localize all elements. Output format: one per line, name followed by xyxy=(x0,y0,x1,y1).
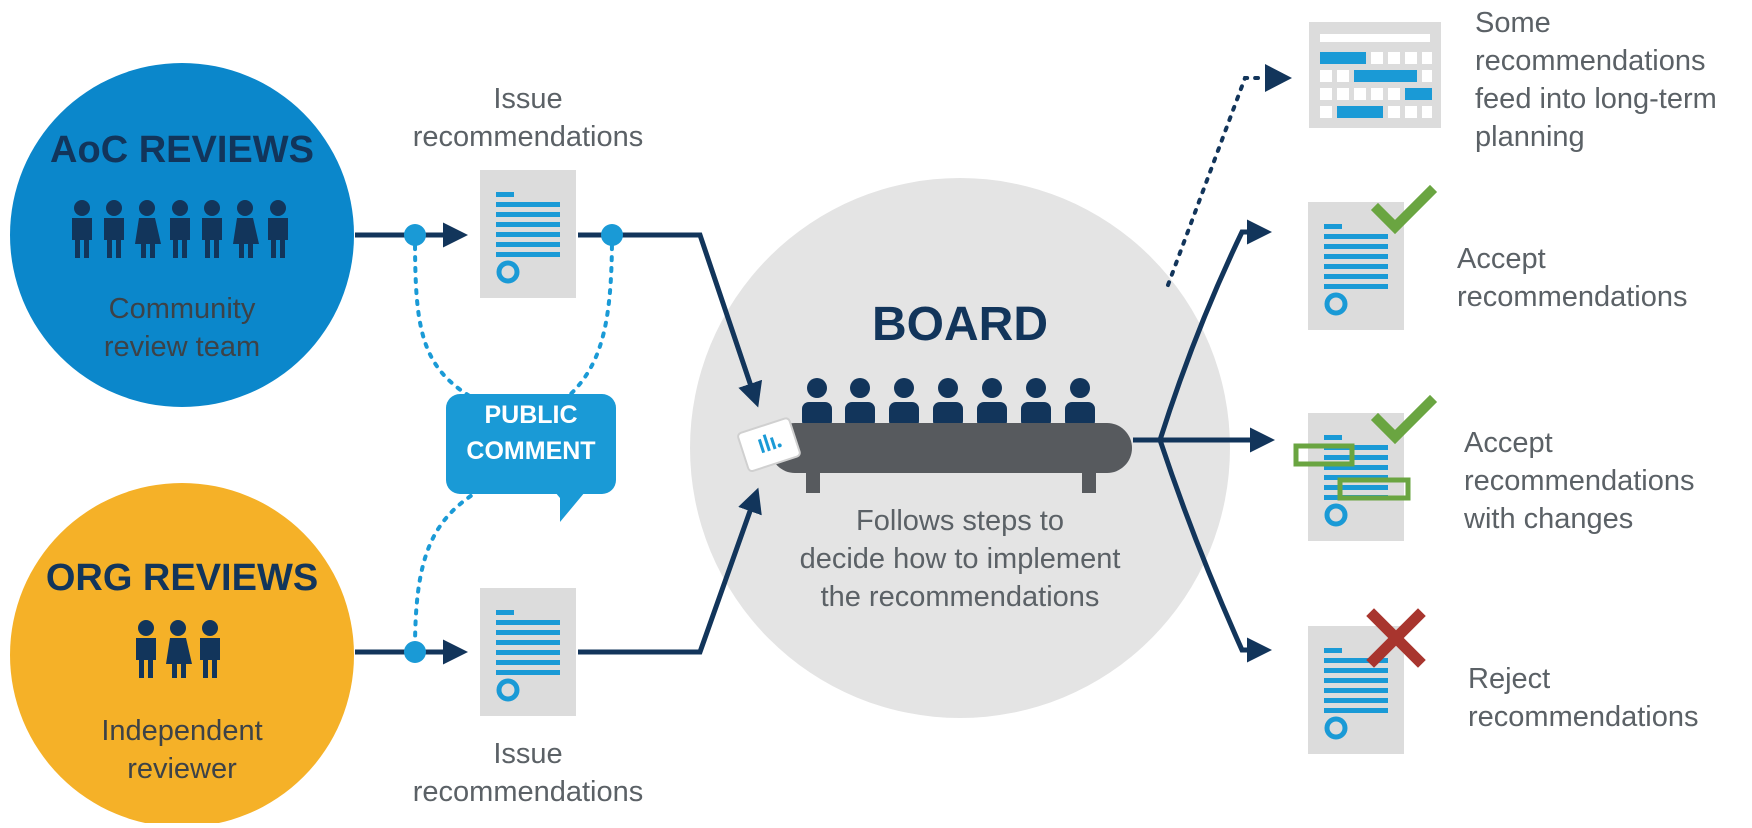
connector-dot xyxy=(601,224,623,246)
accept-changes-line2: recommendations xyxy=(1464,465,1695,497)
nameplate-icon xyxy=(737,417,801,473)
aoc-title: AoC REVIEWS xyxy=(50,129,314,171)
calendar-grid-icon xyxy=(1309,22,1441,128)
public-comment-line2: COMMENT xyxy=(466,437,595,465)
issue-top-line2: recommendations xyxy=(413,121,644,153)
org-title: ORG REVIEWS xyxy=(46,557,318,599)
document-icon xyxy=(480,588,576,716)
aoc-reviews-group: AoC REVIEWS Community review team xyxy=(10,63,354,407)
public-comment-connectors xyxy=(413,233,614,652)
edit-highlight xyxy=(1293,443,1355,467)
public-comment-line1: PUBLIC xyxy=(484,401,577,429)
issue-bottom-line2: recommendations xyxy=(413,776,644,808)
reject-line1: Reject xyxy=(1468,663,1550,695)
board-desc-line2: decide how to implement xyxy=(800,543,1121,575)
issue-bottom-line1: Issue xyxy=(493,738,562,770)
reject-line2: recommendations xyxy=(1468,701,1699,733)
org-subtitle-line1: Independent xyxy=(101,715,262,747)
checkmark-icon xyxy=(1370,184,1438,235)
issue-top-line1: Issue xyxy=(493,83,562,115)
board-desc-line1: Follows steps to xyxy=(856,505,1064,537)
accept-changes-line3: with changes xyxy=(1463,503,1633,535)
board-desc-line3: the recommendations xyxy=(821,581,1100,613)
planning-line4: planning xyxy=(1475,121,1585,153)
speech-bubble-icon xyxy=(446,394,616,522)
accept-line2: recommendations xyxy=(1457,281,1688,313)
board-table xyxy=(770,423,1132,493)
flow-arrows-right xyxy=(1133,219,1275,663)
planning-dotted-arrow xyxy=(1166,76,1260,287)
aoc-subtitle-line1: Community xyxy=(109,293,256,325)
planning-line3: feed into long-term xyxy=(1475,83,1717,115)
cross-icon xyxy=(1366,608,1426,668)
board-title: BOARD xyxy=(872,298,1048,351)
accept-line1: Accept xyxy=(1457,243,1546,275)
connector-dot xyxy=(404,224,426,246)
connector-dot xyxy=(404,641,426,663)
aoc-subtitle-line2: review team xyxy=(104,331,260,363)
document-icon xyxy=(480,170,576,298)
planning-line1: Some xyxy=(1475,7,1551,39)
planning-arrowhead xyxy=(1265,64,1292,92)
edit-highlight xyxy=(1337,477,1411,501)
planning-line2: recommendations xyxy=(1475,45,1706,77)
accept-changes-line1: Accept xyxy=(1464,427,1553,459)
org-reviews-group: ORG REVIEWS Independent reviewer xyxy=(10,483,354,827)
org-subtitle-line2: reviewer xyxy=(127,753,237,785)
checkmark-icon xyxy=(1370,394,1438,445)
